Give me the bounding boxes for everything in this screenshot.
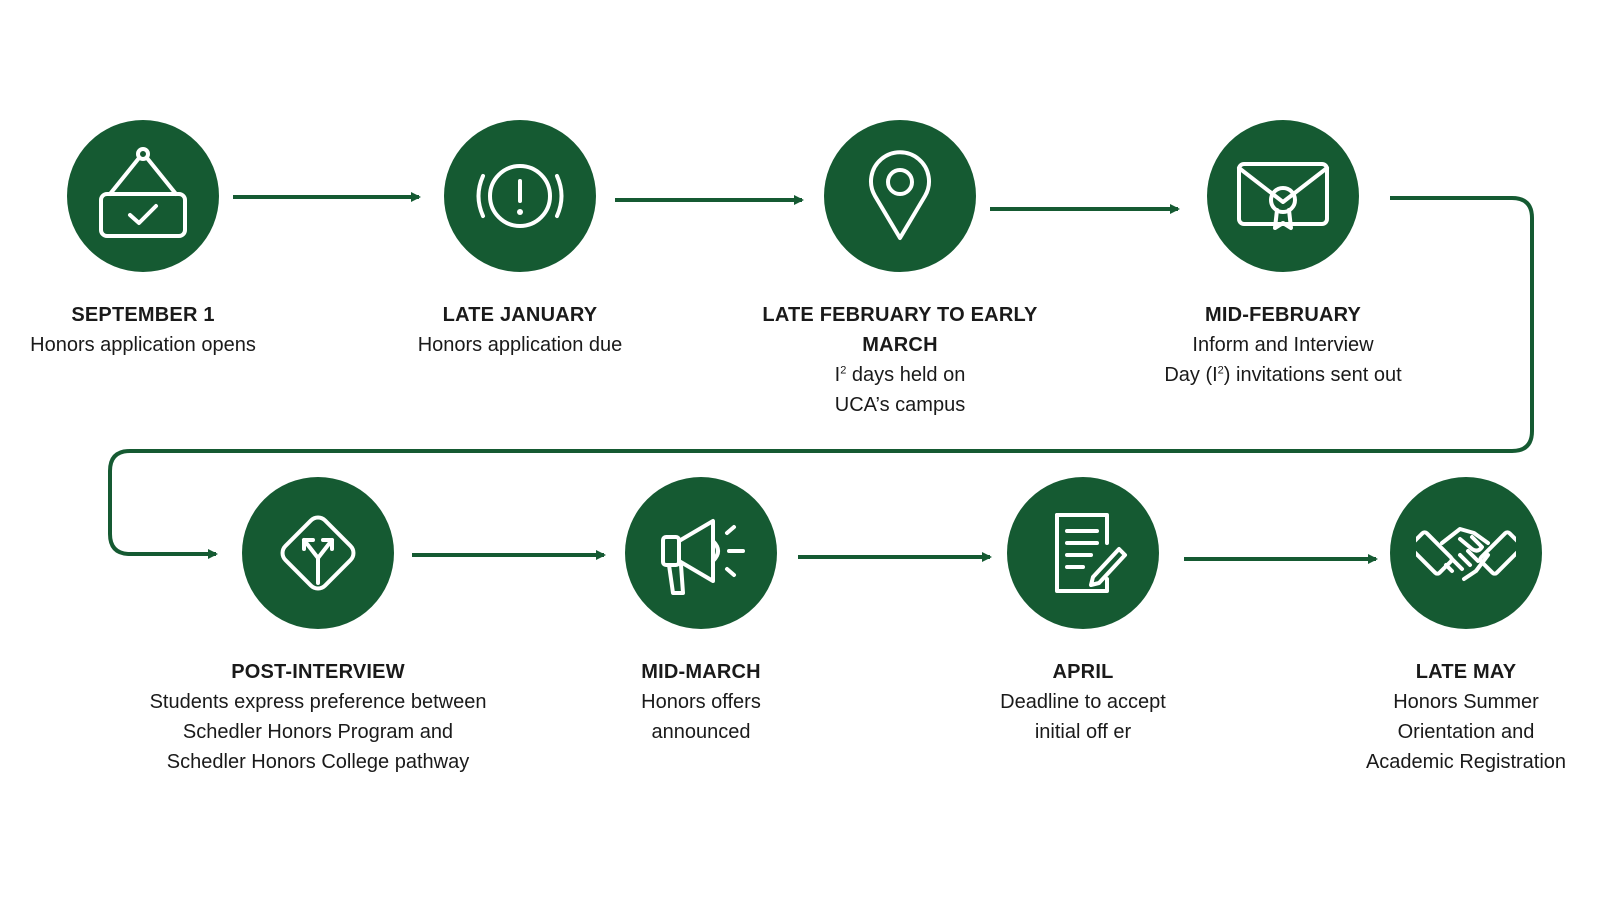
step-date: LATE MAY bbox=[1415, 661, 1517, 683]
location-pin-icon bbox=[869, 150, 931, 240]
step-date: LATE JANUARY bbox=[442, 304, 598, 326]
document-pen-icon bbox=[1055, 513, 1127, 593]
step-date: MID-FEBRUARY bbox=[1204, 304, 1362, 326]
step-date: LATE FEBRUARY TO EARLY MARCH bbox=[762, 304, 1038, 356]
alert-exclamation-icon bbox=[476, 164, 564, 228]
step-description: Students express preference between Sche… bbox=[149, 691, 487, 773]
step-description: I2 days held on UCA’s campus bbox=[834, 364, 966, 416]
step-circle bbox=[242, 477, 394, 629]
handshake-icon bbox=[1416, 527, 1516, 581]
step-date: MID-MARCH bbox=[641, 661, 761, 683]
step-description: Inform and Interview Day (I2) invitation… bbox=[1164, 334, 1402, 386]
step-circle bbox=[625, 477, 777, 629]
step-date: POST-INTERVIEW bbox=[231, 661, 405, 683]
step-circle bbox=[444, 120, 596, 272]
road-fork-sign-icon bbox=[280, 515, 356, 591]
step-description: Honors offers announced bbox=[641, 691, 761, 743]
sealed-envelope-icon bbox=[1237, 162, 1329, 230]
step-circle bbox=[1207, 120, 1359, 272]
step-circle bbox=[824, 120, 976, 272]
step-date: APRIL bbox=[1052, 661, 1114, 683]
step-date: SEPTEMBER 1 bbox=[71, 304, 215, 326]
megaphone-icon bbox=[661, 519, 745, 595]
step-circle bbox=[1390, 477, 1542, 629]
hanging-sign-check-icon bbox=[99, 147, 187, 238]
step-circle bbox=[1007, 477, 1159, 629]
arrow-4-5-wrap bbox=[108, 196, 1534, 559]
step-circle bbox=[67, 120, 219, 272]
step-description: Honors application due bbox=[417, 334, 623, 356]
step-description: Deadline to accept initial off er bbox=[1000, 691, 1166, 743]
step-description: Honors Summer Orientation and Academic R… bbox=[1365, 691, 1567, 773]
step-description: Honors application opens bbox=[30, 334, 256, 356]
